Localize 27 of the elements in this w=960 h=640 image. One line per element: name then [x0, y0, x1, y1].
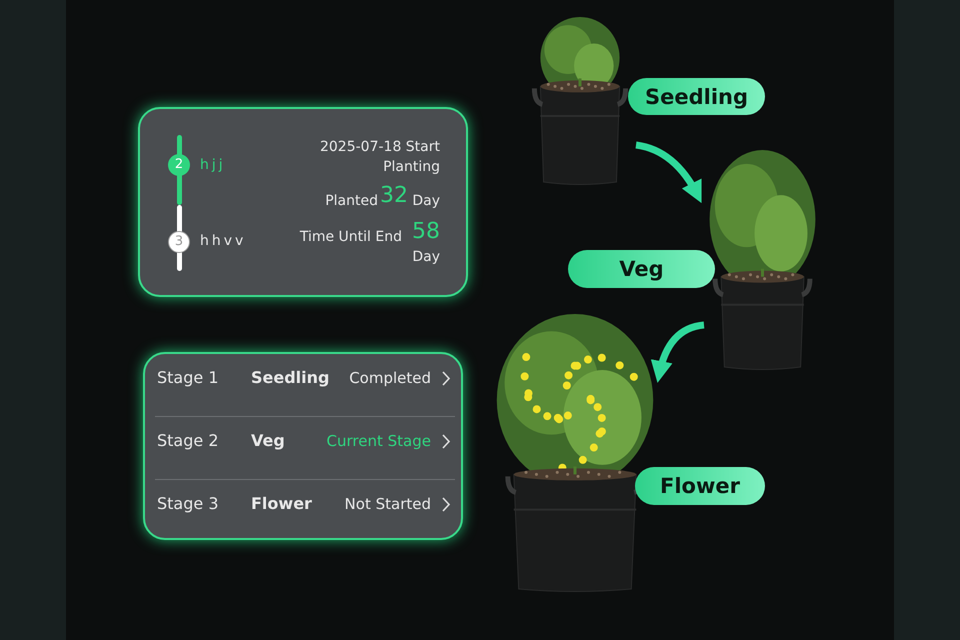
metric-label: Planted [325, 193, 378, 209]
stage-label: Flower [635, 467, 765, 505]
stage-name: Veg [251, 431, 285, 450]
stage-number: Stage 3 [157, 494, 218, 513]
step-name: hjj [200, 157, 226, 173]
stage-name: Flower [251, 494, 312, 513]
unit-label: Day [412, 249, 440, 265]
stage-number: Stage 1 [157, 368, 218, 387]
metric-value: 32 [380, 183, 408, 208]
stage-status: Current Stage [326, 432, 431, 450]
step-name: hhvv [200, 233, 246, 249]
stage-name: Seedling [251, 368, 330, 387]
step-marker: 3 [168, 231, 190, 253]
stage-status: Completed [349, 369, 431, 387]
curved-arrow [651, 322, 704, 383]
current-step-marker: 2 [168, 154, 190, 176]
stage-label: Veg [568, 250, 715, 288]
stage-label: Seedling [628, 78, 765, 115]
stage-number: Stage 2 [157, 431, 218, 450]
metric-value: 58 [412, 219, 440, 244]
start-date-text: 2025-07-18 Start Planting [318, 138, 440, 177]
stage-list-card [143, 352, 463, 540]
progress-card [138, 107, 468, 297]
metric-label: Time Until End [300, 229, 402, 245]
curved-arrow [635, 142, 702, 204]
unit-label: Day [412, 193, 440, 209]
stage-status: Not Started [344, 495, 431, 513]
